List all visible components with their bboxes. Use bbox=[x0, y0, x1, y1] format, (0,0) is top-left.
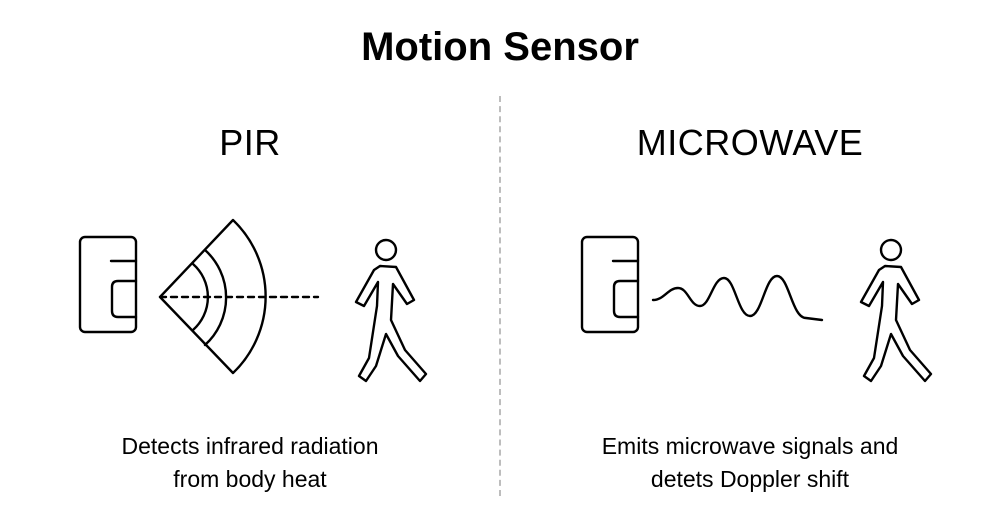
microwave-caption-line-2: detets Doppler shift bbox=[650, 466, 850, 492]
microwave-caption: Emits microwave signals and detets Doppl… bbox=[530, 430, 970, 496]
panel-divider bbox=[499, 96, 501, 496]
microwave-wave-icon bbox=[651, 274, 824, 322]
microwave-heading: MICROWAVE bbox=[636, 122, 864, 163]
microwave-walking-person-icon bbox=[859, 238, 933, 383]
pir-walking-person-icon bbox=[354, 238, 428, 383]
microwave-sensor-icon bbox=[580, 235, 640, 334]
pir-caption: Detects infrared radiation from body hea… bbox=[30, 430, 470, 496]
page-title: Motion Sensor bbox=[361, 25, 639, 69]
microwave-caption-line-1: Emits microwave signals and bbox=[601, 433, 899, 459]
pir-sensor-icon bbox=[78, 235, 138, 334]
detection-cone-icon bbox=[158, 218, 320, 375]
pir-heading: PIR bbox=[219, 122, 281, 163]
pir-caption-line-1: Detects infrared radiation bbox=[121, 433, 379, 459]
pir-caption-line-2: from body heat bbox=[173, 466, 327, 492]
